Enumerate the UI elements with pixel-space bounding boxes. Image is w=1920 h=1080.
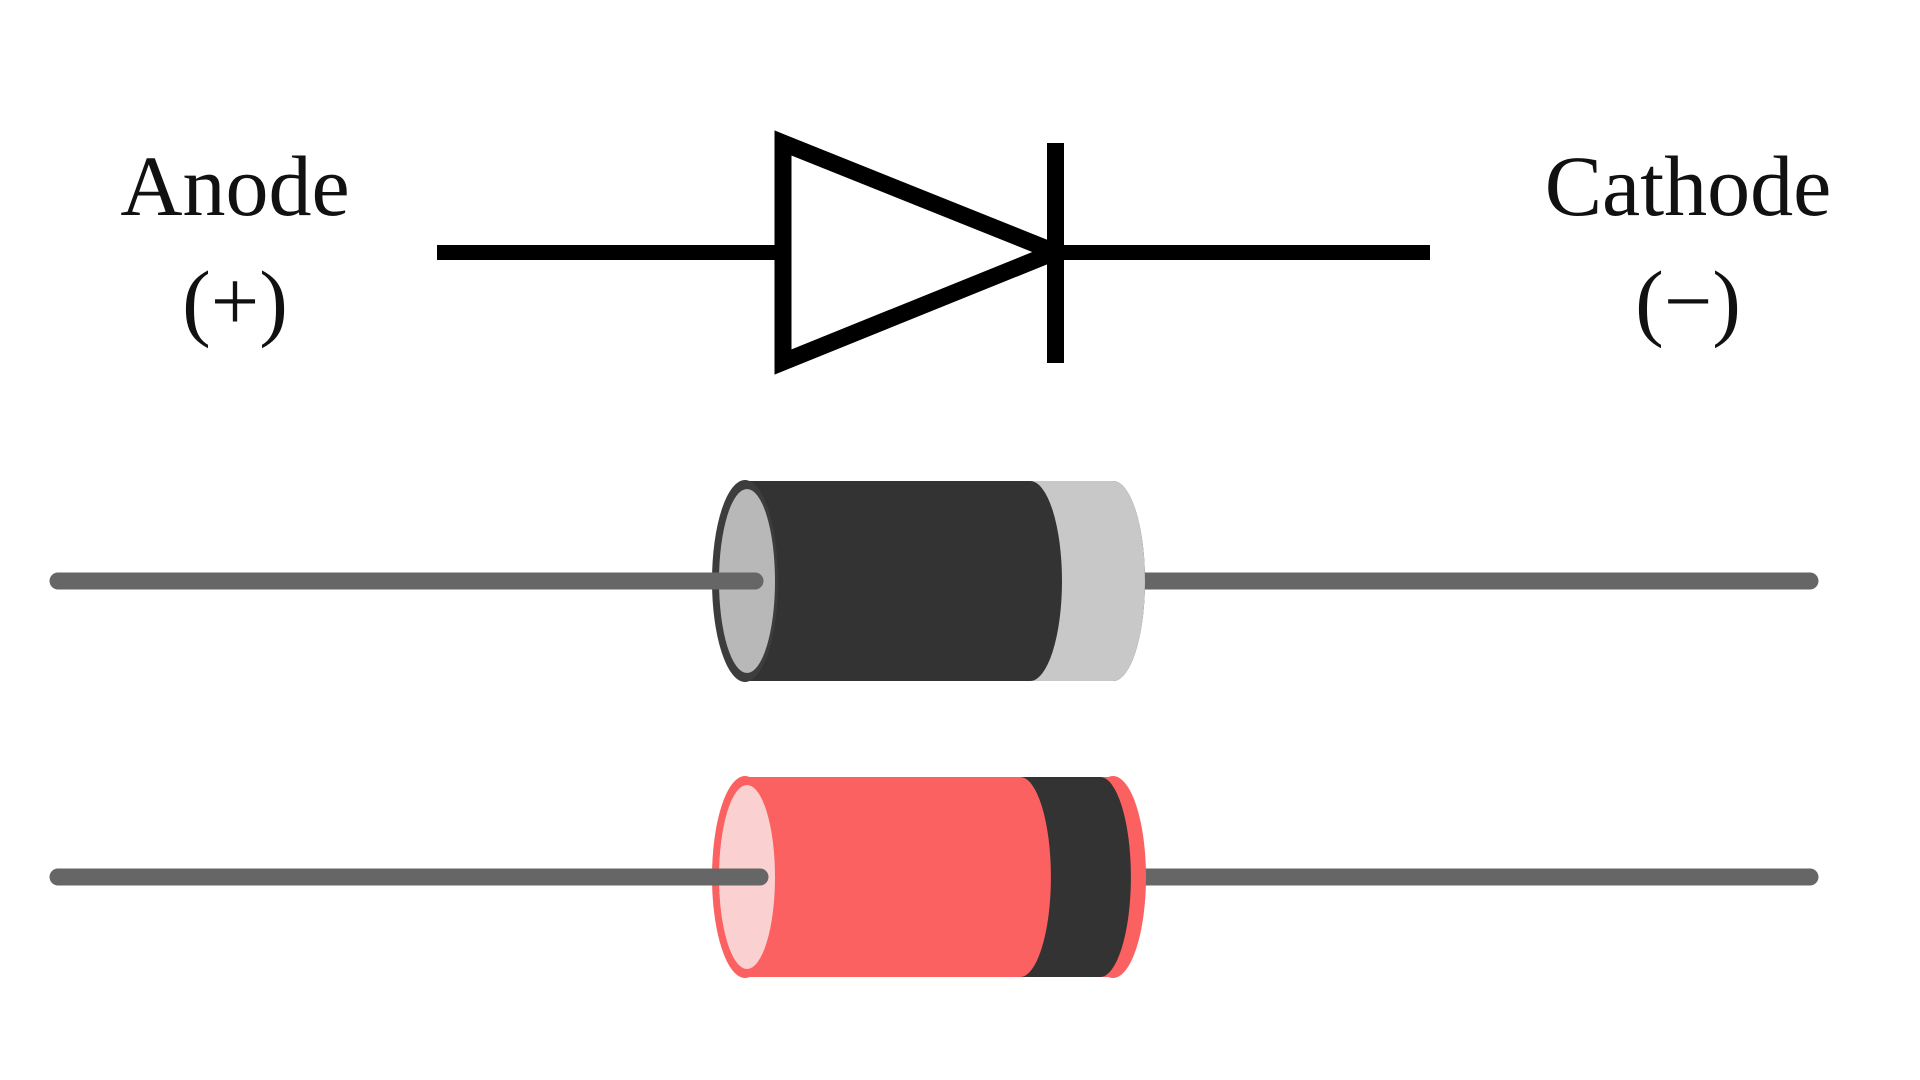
symbol-anode-lead xyxy=(437,245,789,260)
symbol-triangle-outline xyxy=(774,130,1078,375)
black-diode-row xyxy=(49,480,1819,682)
black-diode-body xyxy=(745,481,1113,681)
anode-label: Anode xyxy=(120,138,349,234)
label-group-cathode: Cathode (−) xyxy=(1545,138,1832,349)
red-diode-row xyxy=(49,776,1819,978)
cathode-polarity-sign: (−) xyxy=(1635,253,1741,349)
schematic-symbol-row xyxy=(437,130,1430,375)
label-group-anode: Anode (+) xyxy=(120,138,349,349)
anode-polarity-sign: (+) xyxy=(182,253,288,349)
red-diode-cathode-band xyxy=(1020,777,1131,977)
symbol-cathode-lead xyxy=(1060,245,1430,260)
cathode-label: Cathode xyxy=(1545,138,1832,234)
black-diode-cathode-band xyxy=(1030,481,1145,681)
symbol-cathode-bar xyxy=(1047,143,1064,363)
